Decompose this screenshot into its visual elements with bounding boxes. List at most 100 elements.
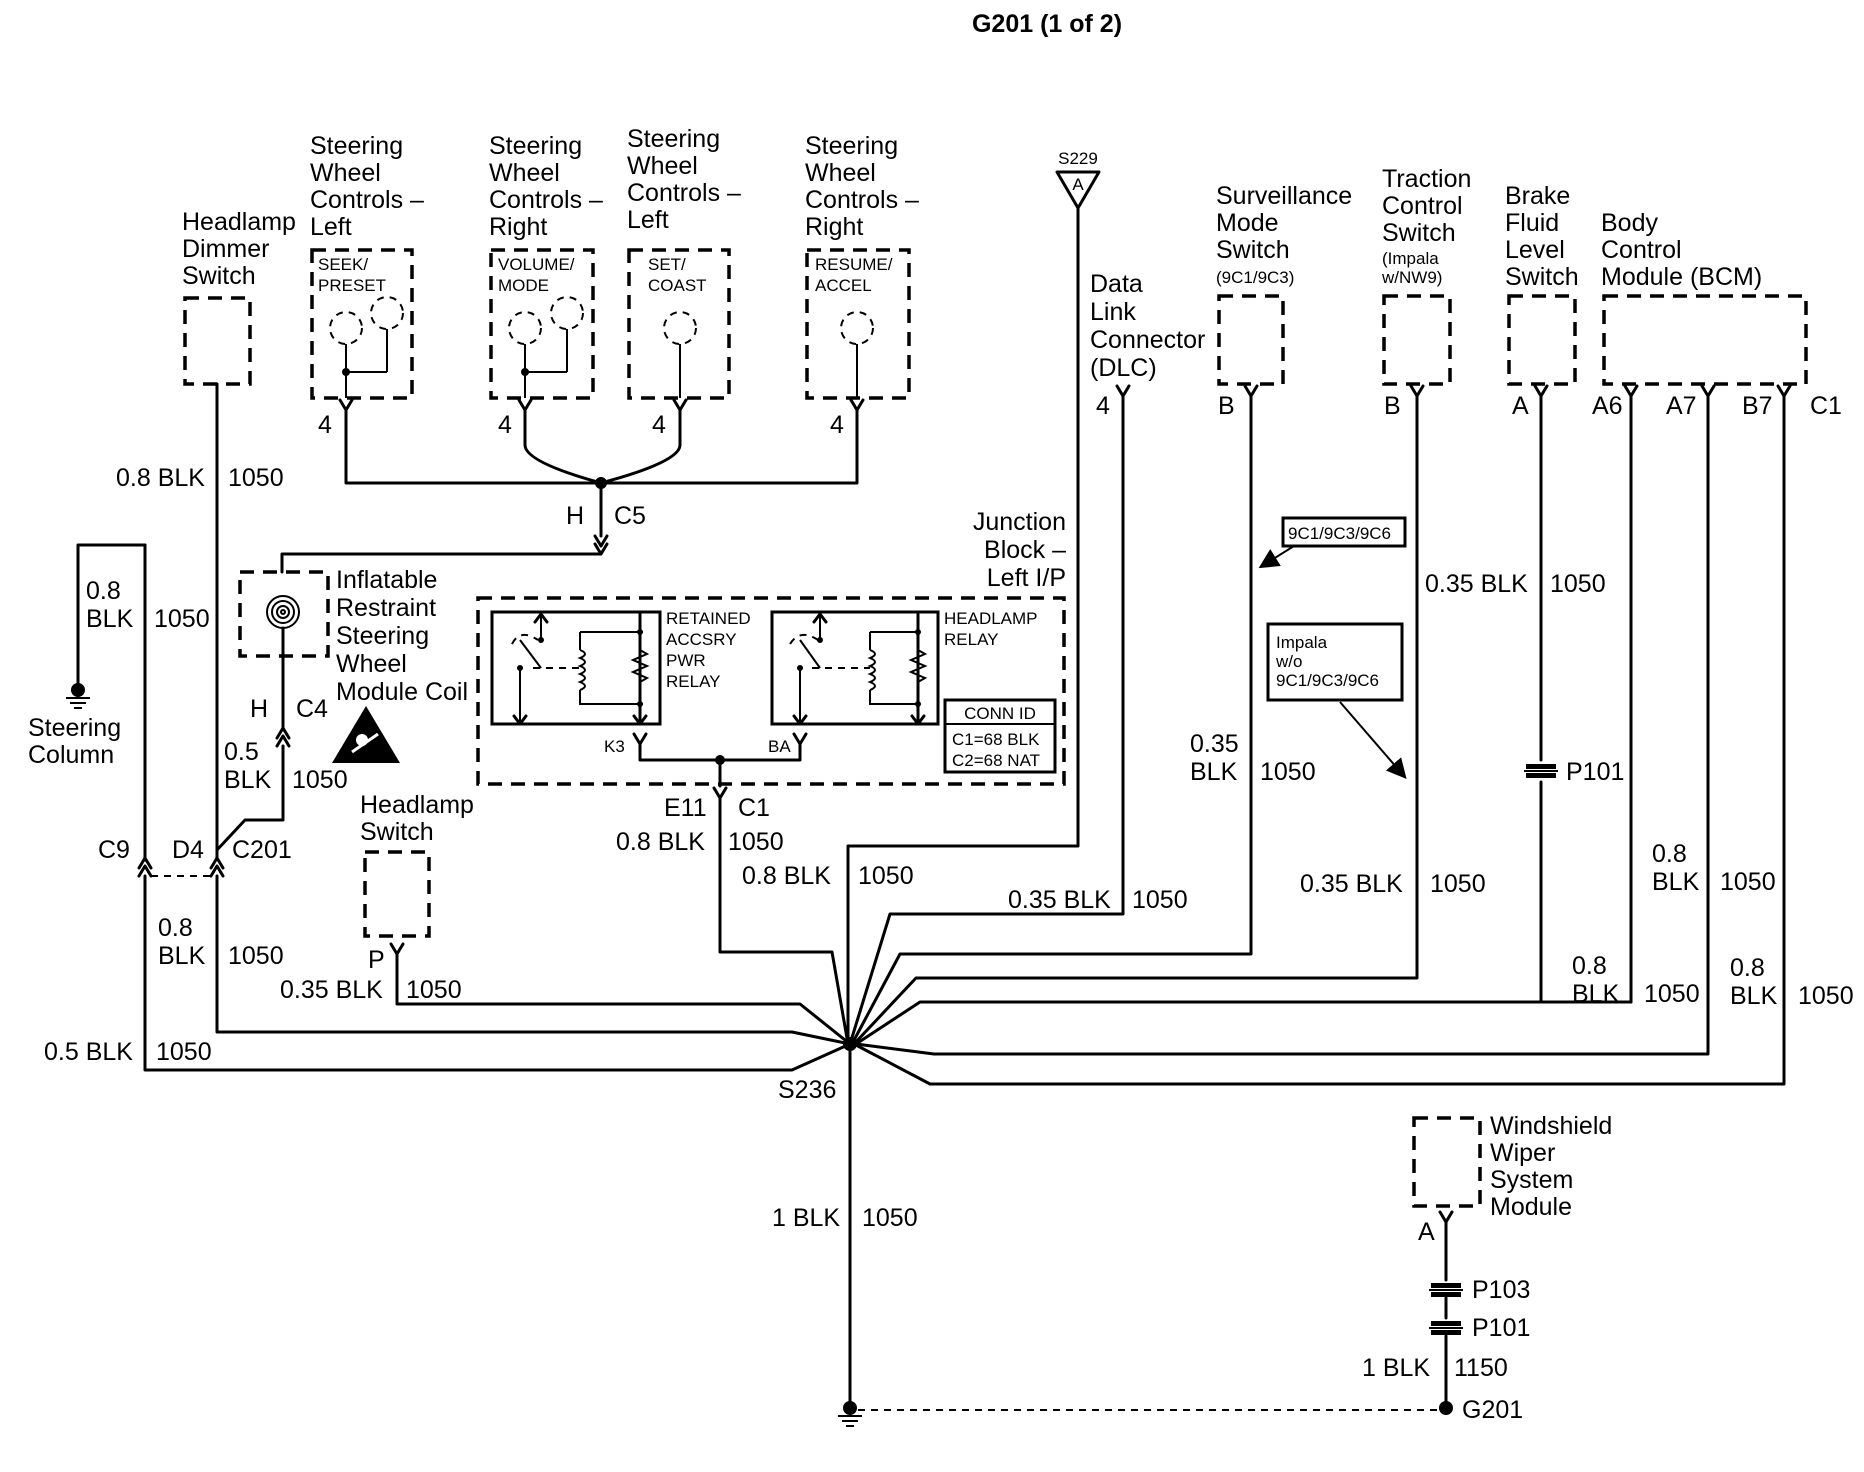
svg-text:4: 4 [1096, 392, 1110, 420]
svg-text:C1: C1 [738, 794, 770, 822]
jb-ground-wire: E11 C1 0.8 BLK 1050 [616, 786, 850, 1046]
svg-text:CONN ID: CONN ID [964, 704, 1036, 723]
svg-text:K3: K3 [604, 737, 625, 756]
svg-text:0.8 BLK: 0.8 BLK [116, 464, 205, 492]
splice-s229: S229 A [1055, 149, 1101, 210]
svg-text:A: A [1418, 1218, 1435, 1246]
svg-text:C1=68 BLK: C1=68 BLK [952, 730, 1040, 749]
svg-text:1 BLK: 1 BLK [772, 1204, 840, 1232]
svg-text:BLK: BLK [86, 605, 134, 633]
svg-text:4: 4 [318, 411, 332, 439]
svg-text:0.8: 0.8 [1730, 954, 1765, 982]
svg-text:B: B [1384, 392, 1401, 420]
svg-text:S229: S229 [1058, 149, 1098, 168]
svg-text:C201: C201 [232, 836, 292, 864]
svg-text:VOLUME/MODE: VOLUME/MODE [498, 255, 575, 295]
svg-text:0.8: 0.8 [158, 914, 193, 942]
svg-text:SEEK/PRESET: SEEK/PRESET [318, 255, 386, 295]
svg-text:BLK: BLK [224, 766, 272, 794]
svg-text:C2=68 NAT: C2=68 NAT [952, 751, 1040, 770]
svg-text:1050: 1050 [858, 862, 914, 890]
svg-text:1050: 1050 [406, 976, 462, 1004]
svg-text:B7: B7 [1742, 392, 1773, 420]
svg-text:1050: 1050 [156, 1038, 212, 1066]
svg-text:0.8: 0.8 [86, 577, 121, 605]
svg-text:D4: D4 [172, 836, 204, 864]
svg-text:0.35 BLK: 0.35 BLK [280, 976, 383, 1004]
dlc-wire: 4 0.35 BLK 1050 [848, 384, 1188, 1046]
svg-text:BLK: BLK [1190, 758, 1238, 786]
svg-text:0.8 BLK: 0.8 BLK [616, 828, 705, 856]
svg-text:P103: P103 [1472, 1276, 1530, 1304]
dimmer-wire: 0.8 BLK 1050 C9 D4 C201 [98, 382, 292, 878]
svg-text:A: A [1512, 392, 1529, 420]
svg-text:1050: 1050 [728, 828, 784, 856]
s229-wire: 0.8 BLK 1050 [742, 206, 1080, 1046]
svg-text:1050: 1050 [154, 605, 210, 633]
svg-text:A: A [1072, 175, 1084, 194]
svg-text:0.8: 0.8 [1652, 840, 1687, 868]
svg-text:0.35 BLK: 0.35 BLK [1425, 570, 1528, 598]
svg-text:H: H [566, 502, 584, 530]
svg-text:A6: A6 [1592, 392, 1623, 420]
svg-text:(9C1/9C3): (9C1/9C3) [1216, 268, 1294, 287]
svg-text:H: H [250, 695, 268, 723]
svg-text:0.35 BLK: 0.35 BLK [1300, 870, 1403, 898]
svg-text:1050: 1050 [1720, 868, 1776, 896]
svg-text:E11: E11 [664, 794, 707, 822]
svg-text:0.5: 0.5 [224, 738, 259, 766]
svg-text:1050: 1050 [862, 1204, 918, 1232]
svg-text:C5: C5 [614, 502, 646, 530]
svg-text:1050: 1050 [228, 942, 284, 970]
svg-text:1050: 1050 [292, 766, 348, 794]
svg-text:1150: 1150 [1454, 1354, 1508, 1382]
svg-text:C4: C4 [296, 695, 328, 723]
svg-text:0.8 BLK: 0.8 BLK [742, 862, 831, 890]
surveillance-wire: B 0.35 BLK 1050 9C1/9C3/9C6 [850, 384, 1407, 1046]
svg-text:BLK: BLK [1730, 982, 1778, 1010]
svg-text:P: P [368, 946, 385, 974]
svg-text:BLK: BLK [1652, 868, 1700, 896]
svg-text:S236: S236 [778, 1076, 836, 1104]
svg-text:1050: 1050 [228, 464, 284, 492]
svg-text:1050: 1050 [1260, 758, 1316, 786]
svg-text:P101: P101 [1566, 758, 1624, 786]
svg-text:1050: 1050 [1644, 980, 1700, 1008]
svg-text:G201: G201 [1462, 1396, 1523, 1424]
bcm-wires: A6 A7 B7 C1 0.8 BLK 1050 0.8 BLK 1050 0.… [852, 384, 1854, 1086]
brake-wire: A P101 [854, 384, 1624, 1046]
svg-text:P101: P101 [1472, 1314, 1530, 1342]
svg-text:4: 4 [652, 411, 666, 439]
airbag-warning-icon [332, 706, 400, 763]
svg-text:C1: C1 [1810, 392, 1842, 420]
svg-text:1050: 1050 [1798, 982, 1854, 1010]
svg-text:0.5 BLK: 0.5 BLK [44, 1038, 133, 1066]
svg-text:1050: 1050 [1132, 886, 1188, 914]
svg-text:4: 4 [498, 411, 512, 439]
